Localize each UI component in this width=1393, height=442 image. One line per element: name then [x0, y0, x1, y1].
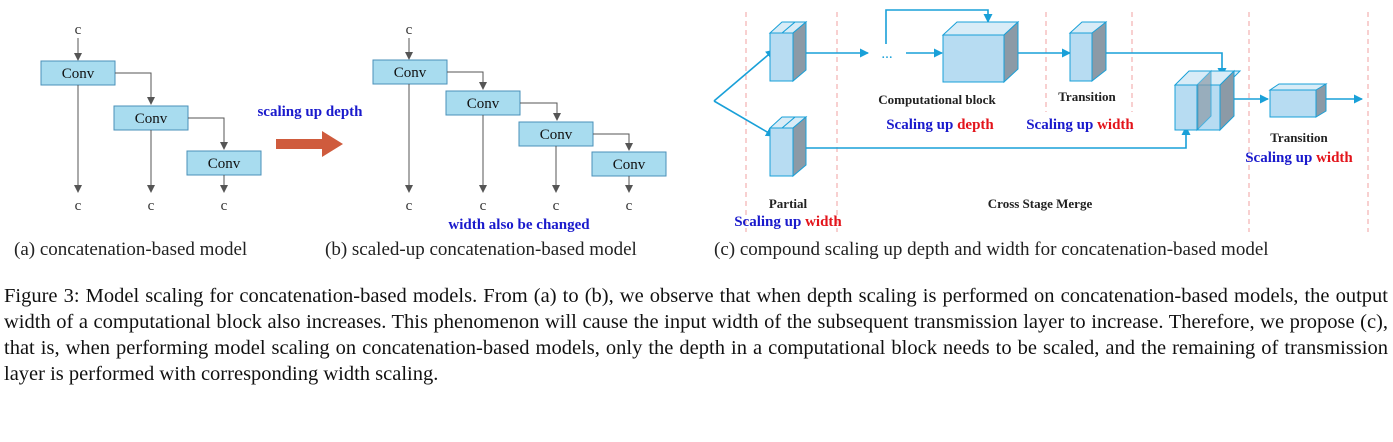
panel-b-conv-box-3 — [518, 121, 594, 147]
transition-block-2 — [1268, 83, 1328, 118]
panel-b: c — [372, 22, 667, 193]
panel-a-output-label-2: c — [148, 198, 155, 214]
panel-b-conv-box-4 — [591, 151, 667, 177]
panel-a-input-label: c — [75, 22, 82, 38]
panel-b-output-label-2: c — [480, 198, 487, 214]
scaling-width-label-partial: Scaling up width — [734, 214, 842, 230]
panel-b-conv-box-1 — [372, 59, 448, 85]
scaling-width-prefix-1: Scaling up — [1026, 117, 1093, 133]
scaling-depth-label: Scaling up depth — [886, 117, 994, 133]
scaling-width-prefix-2: Scaling up — [1245, 150, 1312, 166]
panel-a-conv-label-1: Conv — [62, 66, 95, 82]
scaling-width-prefix-3: Scaling up — [734, 214, 801, 230]
panel-b-conv-label-2: Conv — [467, 96, 500, 112]
panel-c-caption: (c) compound scaling up depth and width … — [714, 239, 1269, 260]
panel-a-output-label-1: c — [75, 198, 82, 214]
computational-block — [941, 20, 1020, 84]
figure-diagram: c Conv Conv Conv c c c scaling up depth … — [40, 9, 1369, 233]
partial-label: Partial — [769, 196, 808, 211]
scaling-arrow — [276, 131, 343, 157]
transition-block-1 — [1068, 20, 1108, 83]
panel-b-conv-label-3: Conv — [540, 127, 573, 143]
panel-a-conv-label-3: Conv — [208, 156, 241, 172]
scaling-width-word-1: width — [1097, 117, 1134, 133]
stage-separators — [745, 12, 1369, 232]
computational-block-label: Computational block — [878, 92, 996, 107]
ellipsis: ... — [881, 46, 892, 62]
panel-b-note: width also be changed — [448, 217, 590, 233]
scaling-width-word-3: width — [805, 214, 842, 230]
panel-b-input-label: c — [406, 22, 413, 38]
panel-b-output-label-3: c — [553, 198, 560, 214]
panel-b-output-label-1: c — [406, 198, 413, 214]
panel-b-caption: (b) scaled-up concatenation-based model — [325, 239, 637, 260]
scaling-depth-word: depth — [957, 117, 994, 133]
scaling-depth-prefix: Scaling up — [886, 117, 953, 133]
figure-caption: Figure 3: Model scaling for concatenatio… — [4, 285, 1388, 385]
panel-a-caption: (a) concatenation-based model — [14, 239, 248, 260]
panel-a: c — [40, 22, 262, 193]
panel-b-conv-label-1: Conv — [394, 65, 427, 81]
partial-block-top — [768, 20, 808, 83]
scaling-width-label-transition: Scaling up width — [1026, 117, 1134, 133]
cross-stage-merge-label: Cross Stage Merge — [988, 196, 1093, 211]
panel-a-conv-label-2: Conv — [135, 111, 168, 127]
partial-block-bottom — [768, 115, 808, 178]
scaling-width-word-2: width — [1316, 150, 1353, 166]
panel-a-output-label-3: c — [221, 198, 228, 214]
scaling-up-depth-label: scaling up depth — [257, 104, 363, 120]
transition-label-2: Transition — [1270, 130, 1328, 145]
scaling-width-label-output: Scaling up width — [1245, 150, 1353, 166]
panel-b-output-label-4: c — [626, 198, 633, 214]
transition-label-1: Transition — [1058, 89, 1116, 104]
panel-b-conv-label-4: Conv — [613, 157, 646, 173]
panel-c-connections — [713, 9, 1363, 149]
merge-blocks — [1173, 69, 1242, 132]
